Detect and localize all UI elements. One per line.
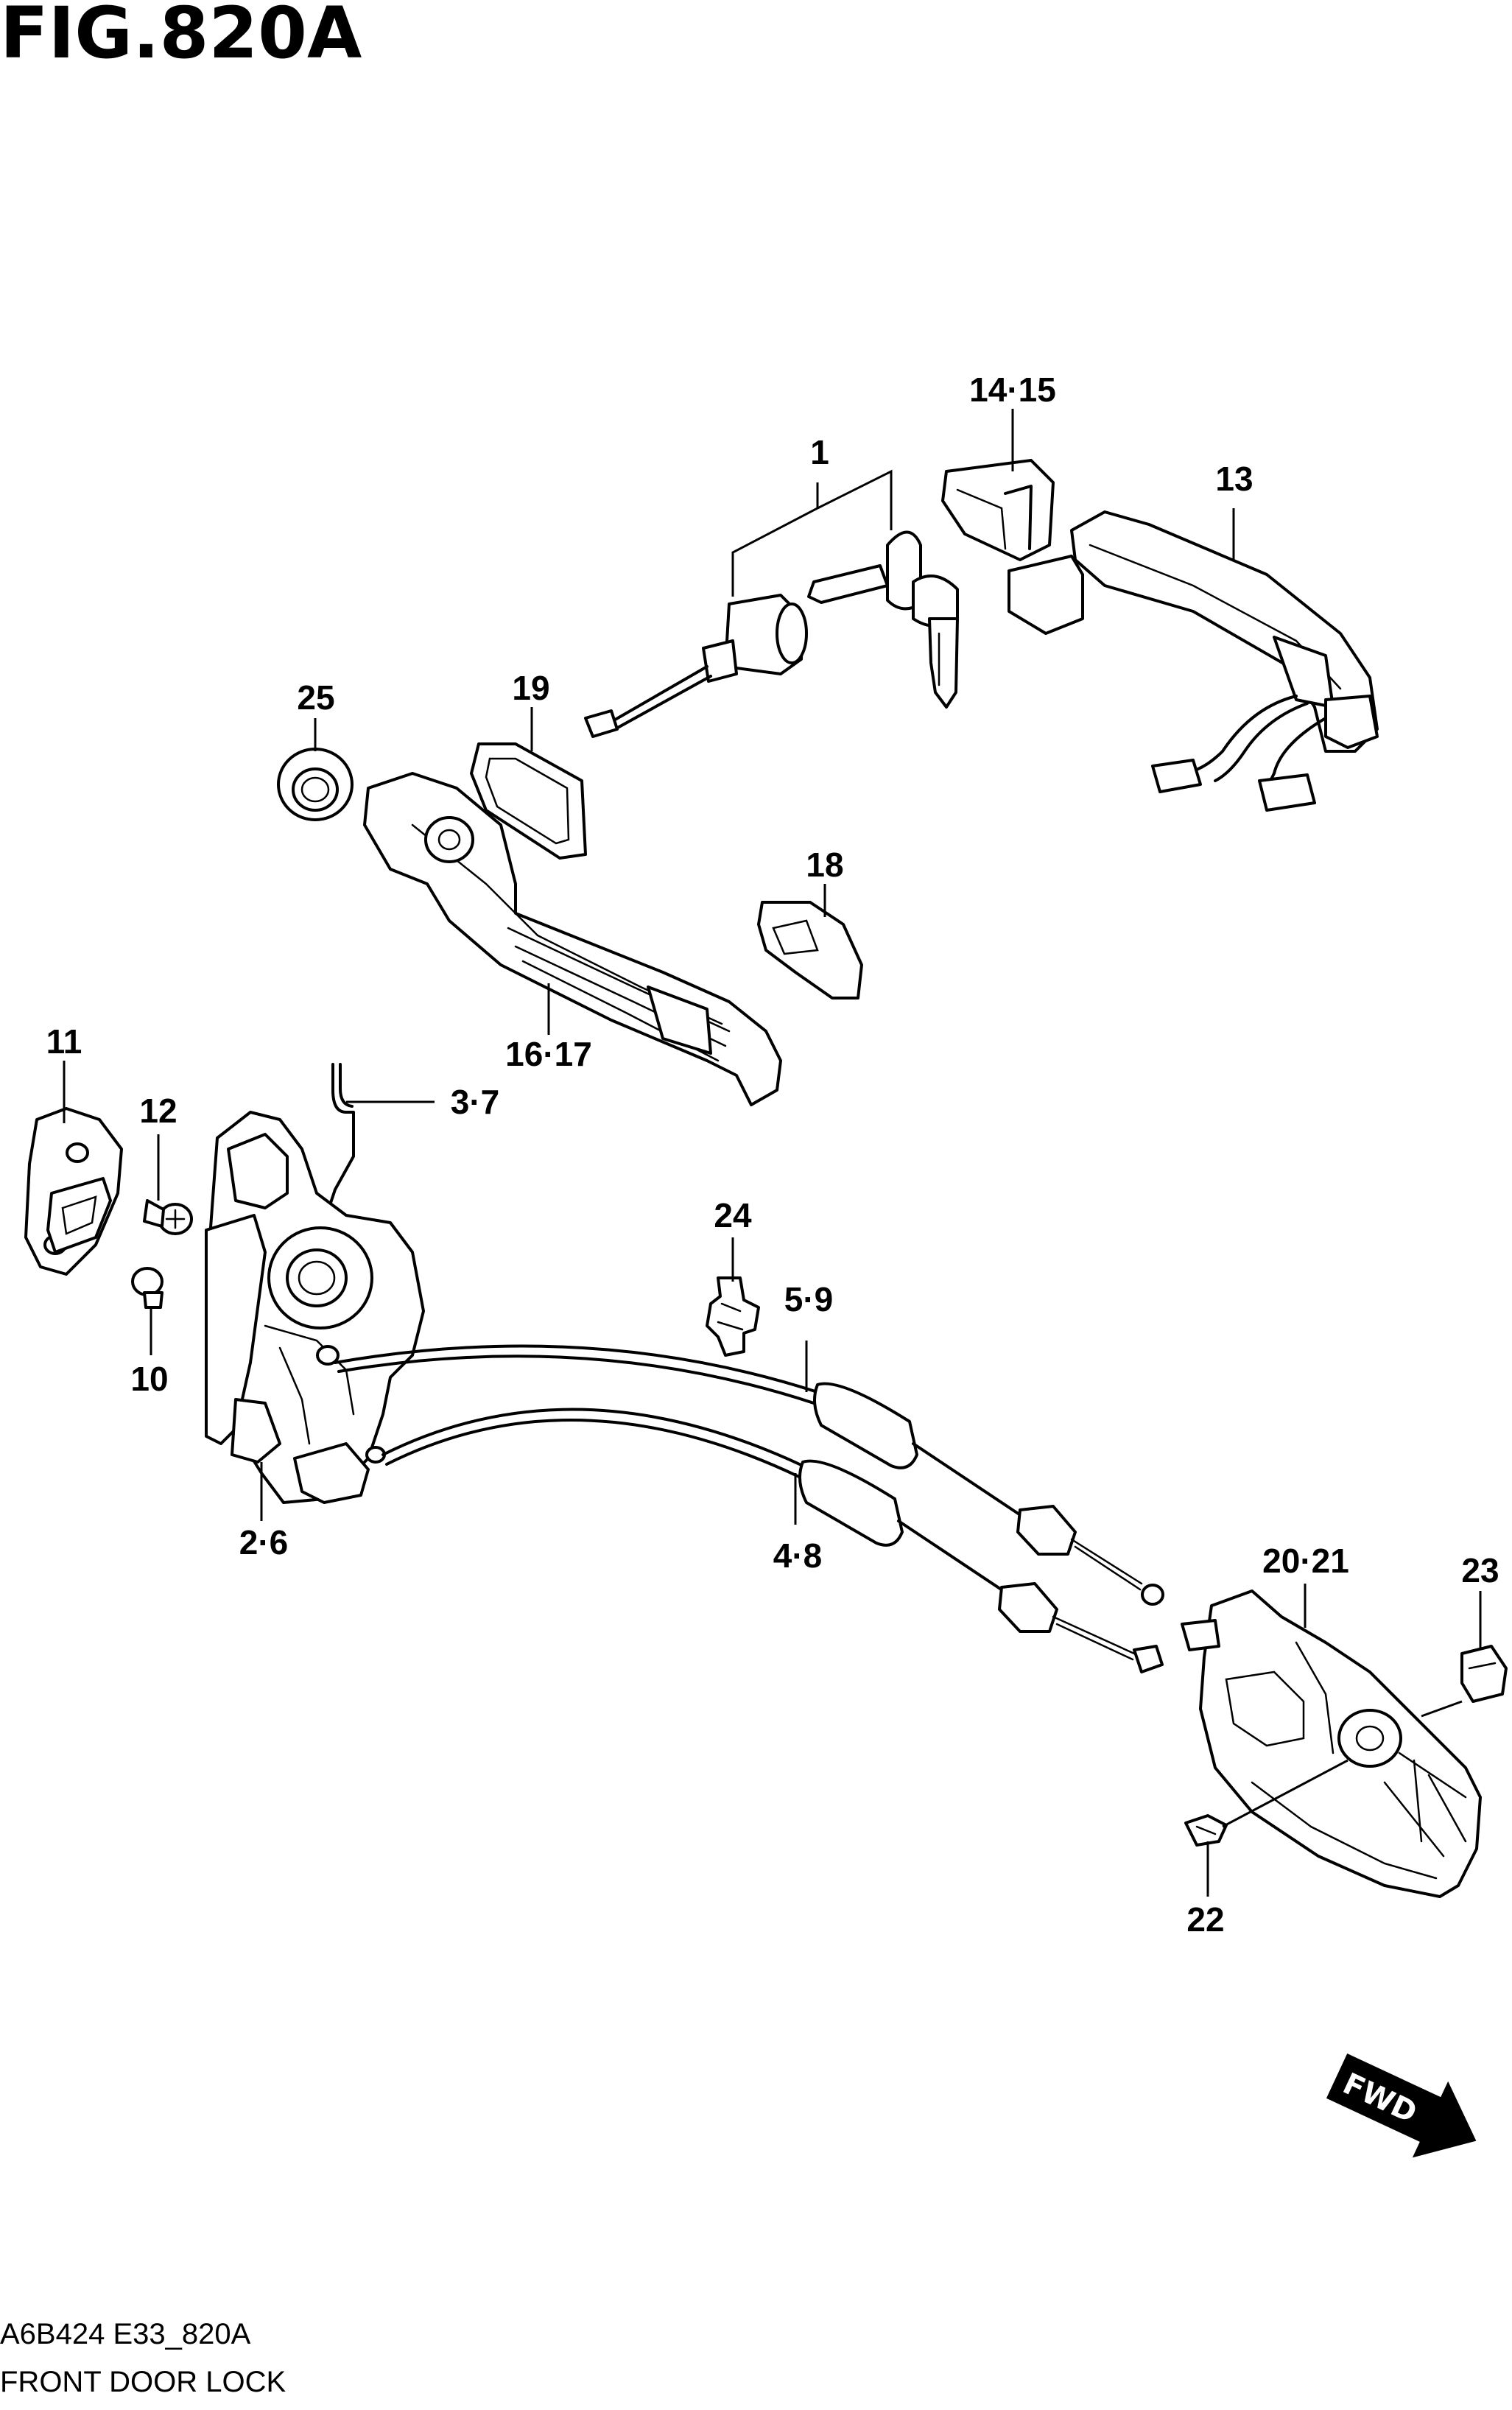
callout-10: 10: [130, 1360, 168, 1398]
screw-22-part: [1184, 1814, 1228, 1847]
callout-11: 11: [46, 1022, 82, 1061]
gasket-part: [470, 742, 587, 860]
door-latch-part: [205, 1063, 425, 1504]
callout-14-15: 14·15: [969, 370, 1056, 409]
striker-part: [24, 1107, 123, 1276]
screw-10-part: [131, 1267, 163, 1309]
callout-24: 24: [714, 1196, 752, 1234]
callout-20-21: 20·21: [1262, 1542, 1349, 1580]
inside-handle-part: [1181, 1589, 1482, 1898]
fwd-arrow-icon: FWD: [1326, 2054, 1477, 2158]
callout-22: 22: [1186, 1900, 1224, 1939]
callout-19: 19: [512, 669, 549, 707]
callout-13: 13: [1215, 460, 1253, 498]
figure-title: FIG.820A: [0, 0, 362, 74]
screw-12-part: [143, 1199, 193, 1235]
leader-22: [1206, 1759, 1349, 1897]
key-cylinder-part: [584, 530, 959, 738]
callout-1: 1: [810, 433, 829, 471]
callout-2-6: 2·6: [239, 1523, 288, 1561]
leader-23-to-handle: [1421, 1700, 1463, 1718]
figure-name: FRONT DOOR LOCK: [0, 2366, 286, 2398]
outside-handle-part: [1008, 510, 1379, 812]
callout-25: 25: [297, 678, 334, 717]
handle-cap-part: [941, 459, 1055, 561]
callout-16-17: 16·17: [505, 1035, 592, 1073]
callout-4-8: 4·8: [773, 1536, 822, 1575]
callout-12: 12: [139, 1092, 177, 1130]
callout-18: 18: [806, 846, 843, 884]
handle-cap-23-part: [1460, 1645, 1508, 1703]
figure-code: A6B424 E33_820A: [0, 2318, 251, 2350]
handle-frame-part: [363, 772, 782, 1106]
clip-part: [706, 1276, 760, 1357]
leader-1: [731, 469, 893, 597]
handle-pad-part: [757, 901, 863, 1000]
callout-3-7: 3·7: [451, 1083, 499, 1121]
grommet-part: [277, 748, 354, 821]
callout-5-9: 5·9: [784, 1280, 833, 1318]
cables-part: [334, 1344, 1164, 1673]
callout-23: 23: [1461, 1551, 1499, 1589]
